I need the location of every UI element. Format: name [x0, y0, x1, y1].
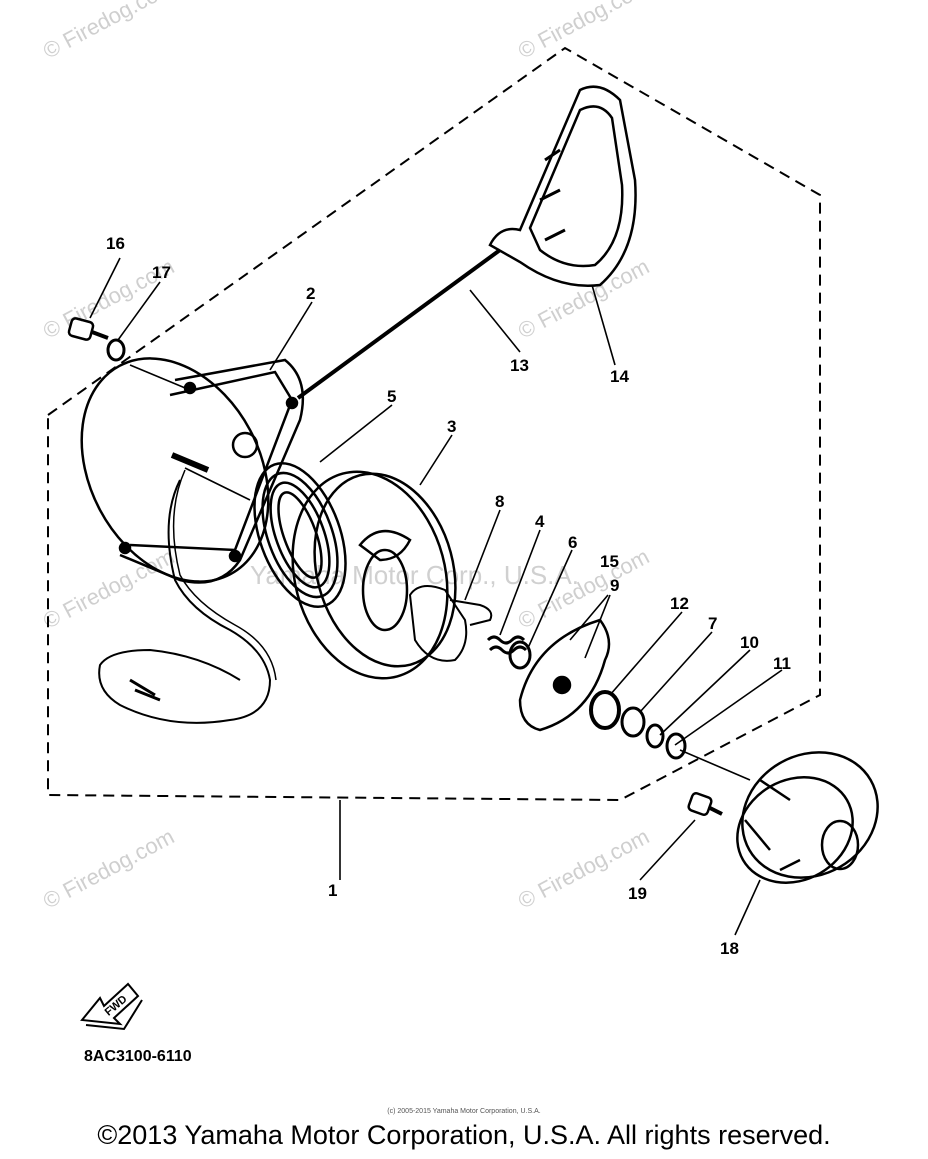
callout-1: 1	[328, 881, 338, 900]
callout-2: 2	[306, 284, 316, 303]
nut-11	[665, 732, 687, 760]
bolt-16	[67, 317, 109, 341]
callout-16: 16	[106, 234, 125, 253]
callout-13: 13	[510, 356, 529, 375]
bolt-19	[687, 791, 723, 817]
washer	[508, 640, 532, 670]
callout-15: 15	[600, 552, 619, 571]
friction-plate	[518, 618, 611, 732]
assembly-boundary	[47, 46, 821, 802]
callout-8: 8	[495, 492, 505, 511]
callout-9: 9	[610, 576, 620, 595]
callout-6: 6	[568, 533, 578, 552]
callout-7: 7	[708, 614, 718, 633]
part-code: 8AC3100-6110	[84, 1048, 192, 1065]
callout-10: 10	[740, 633, 759, 652]
callout-4: 4	[535, 512, 545, 531]
starter-case	[80, 357, 305, 584]
spiral-spring	[253, 461, 347, 609]
washer-7	[620, 706, 646, 738]
sheave-drum	[291, 470, 457, 680]
copyright: ©2013 Yamaha Motor Corporation, U.S.A. A…	[97, 1120, 831, 1150]
callout-18: 18	[720, 939, 739, 958]
callout-19: 19	[628, 884, 647, 903]
rope-coil	[98, 479, 272, 724]
pawl	[408, 585, 468, 662]
small-copyright: (c) 2005-2015 Yamaha Motor Corporation, …	[387, 1108, 541, 1115]
callout-5: 5	[387, 387, 397, 406]
callout-12: 12	[670, 594, 689, 613]
starter-rope	[296, 248, 502, 400]
spring-washer-10	[645, 723, 665, 749]
fwd-arrow	[80, 982, 143, 1031]
washer-17	[106, 338, 126, 362]
starter-handle	[488, 85, 637, 287]
callout-11: 11	[773, 654, 791, 673]
callout-14: 14	[610, 367, 629, 386]
callout-17: 17	[152, 263, 171, 282]
return-spring	[486, 635, 526, 645]
callout-3: 3	[447, 417, 457, 436]
washer-12	[589, 690, 621, 730]
starter-cup	[736, 751, 879, 884]
